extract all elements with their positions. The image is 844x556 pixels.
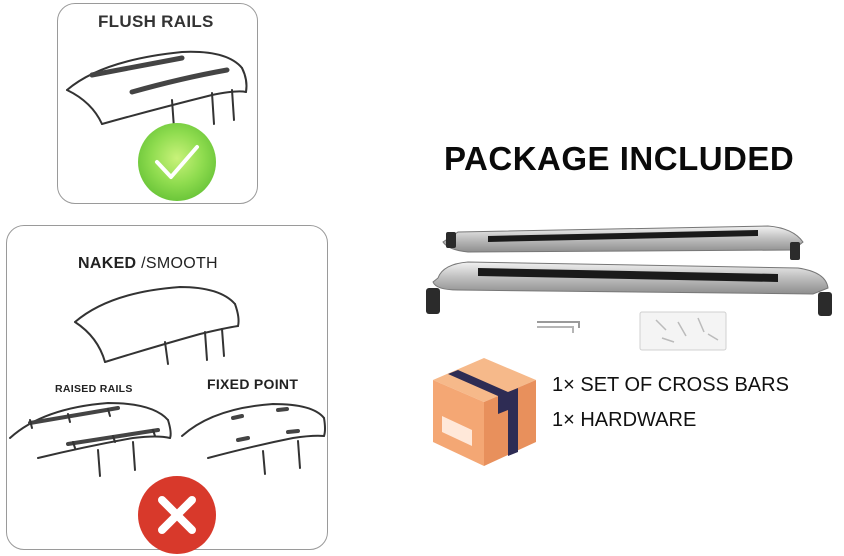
box-icon: [433, 358, 536, 466]
allen-keys-image: [537, 321, 580, 333]
naked-label-bold: NAKED: [78, 255, 137, 272]
car-roof-fixed-point-icon: [181, 402, 326, 475]
package-item-cross-bars: 1× SET OF CROSS BARS: [552, 374, 789, 396]
car-roof-raised-rails-icon: [9, 401, 172, 477]
naked-smooth-label: NAKED /SMOOTH: [78, 255, 218, 273]
flush-rails-label: FLUSH RAILS: [98, 12, 214, 31]
car-roof-naked-icon: [74, 285, 240, 365]
cross-bars-product-image: [426, 225, 832, 316]
check-icon: [138, 123, 216, 201]
package-item-hardware: 1× HARDWARE: [552, 409, 697, 431]
raised-rails-label: RAISED RAILS: [55, 383, 133, 395]
fixed-point-label: FIXED POINT: [207, 376, 299, 392]
package-included-title: PACKAGE INCLUDED: [444, 140, 795, 177]
car-roof-flush-rails-icon: [66, 50, 248, 129]
hardware-bag-image: [639, 311, 727, 351]
naked-label-rest: /SMOOTH: [141, 255, 218, 272]
cross-icon: [138, 476, 216, 554]
